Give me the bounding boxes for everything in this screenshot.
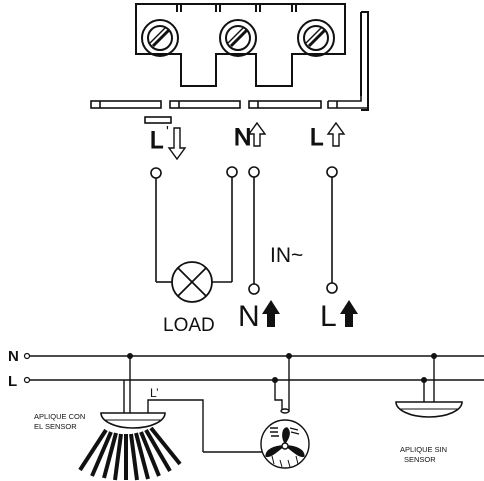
terminal-connection-points xyxy=(150,166,338,295)
terminal-label-l: L xyxy=(310,124,323,151)
light-rays xyxy=(78,426,182,481)
switched-line-label: L’ xyxy=(150,386,159,400)
up-arrow-icon xyxy=(262,300,280,327)
up-arrow-icon xyxy=(326,121,346,147)
drop-wires xyxy=(123,356,435,453)
fixture-without-sensor-label-line-1: APLIQUE SIN xyxy=(400,445,447,454)
fixture-with-sensor-icon xyxy=(78,412,182,481)
fixture-without-sensor-icon xyxy=(395,401,463,418)
bus-lines xyxy=(27,355,484,381)
terminal-block-housing xyxy=(135,3,346,87)
load-circuit-wires xyxy=(155,177,333,284)
input-neutral-label: N xyxy=(238,300,260,333)
up-arrow-icon xyxy=(247,121,267,147)
up-arrow-icon xyxy=(340,300,358,327)
terminal-block xyxy=(135,3,369,111)
down-arrow-icon xyxy=(167,127,187,161)
terminal-label-l-prime: L ' xyxy=(149,123,169,155)
terminal-screw-2 xyxy=(219,19,257,57)
terminal-label-n: N xyxy=(234,124,251,151)
bus-n-label: N xyxy=(8,348,19,365)
wire-stubs xyxy=(90,96,369,124)
junction-dots xyxy=(127,353,437,383)
terminal-screw-3 xyxy=(297,19,335,57)
fixture-without-sensor-label-line-2: SENSOR xyxy=(404,455,436,464)
terminal-label-l-prime-letter: L xyxy=(150,127,163,154)
fixture-with-sensor-label-line-1: APLIQUE CON xyxy=(34,412,85,421)
fixture-with-sensor-label-line-2: EL SENSOR xyxy=(34,422,77,431)
terminal-label-l-prime-mark: ' xyxy=(166,123,169,140)
input-label: IN~ xyxy=(270,244,303,267)
lamp-load-icon xyxy=(171,261,213,303)
input-live-label: L xyxy=(320,300,337,333)
ceiling-fan-icon xyxy=(260,408,310,469)
load-label: LOAD xyxy=(163,315,215,336)
bus-l-label: L xyxy=(8,373,17,390)
terminal-screw-1 xyxy=(141,19,179,57)
